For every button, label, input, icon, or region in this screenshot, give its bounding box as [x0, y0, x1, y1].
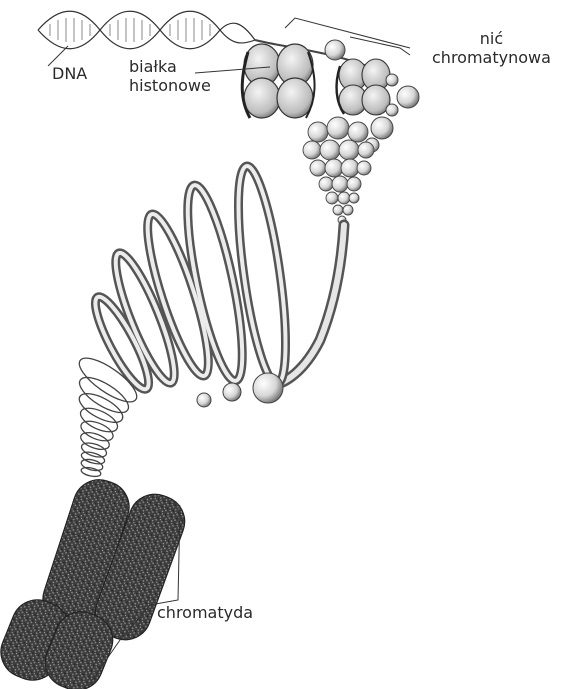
histone-octamer-large	[242, 44, 314, 118]
dna-helix	[38, 11, 255, 49]
looped-domains	[87, 164, 295, 395]
fiber-label-line-2: chromatynowa	[432, 48, 551, 67]
histone-label-line-1: białka	[129, 57, 211, 76]
histone-octamer-small	[337, 59, 390, 115]
condensing-coils	[73, 351, 142, 478]
chromatid-label: chromatyda	[157, 603, 253, 622]
chromatin-fiber-label: nić chromatynowa	[432, 29, 551, 67]
solenoid-cone	[303, 117, 374, 224]
fiber-leader-line-a	[285, 18, 410, 48]
histone-label-line-2: histonowe	[129, 76, 211, 95]
fiber-label-line-1: nić	[432, 29, 551, 48]
dna-label: DNA	[52, 64, 87, 83]
dna-leader-line	[48, 46, 68, 66]
chromosome	[0, 473, 192, 689]
histone-proteins-label: białka histonowe	[129, 57, 211, 95]
